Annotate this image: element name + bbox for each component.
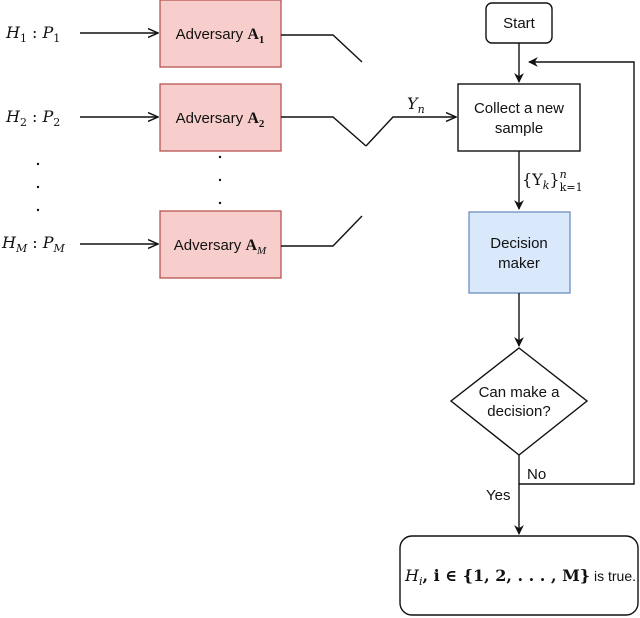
- switch-line-1: [281, 34, 363, 63]
- switch-line-2: [281, 116, 367, 147]
- svg-text:maker: maker: [498, 255, 540, 272]
- result-box: Hi, i ∈ {1, 2, . . . , M} is true.: [399, 535, 639, 616]
- ellipsis-dots-left: [36, 162, 40, 212]
- yes-label: Yes: [486, 487, 510, 504]
- decision-maker-box: Decision maker: [468, 211, 571, 294]
- adversary-box-2: Adversary A2: [159, 83, 282, 152]
- svg-text:Adversary A1: Adversary A1: [176, 26, 265, 46]
- adversary-box-m: Adversary AM: [159, 210, 282, 279]
- start-node: Start: [485, 2, 553, 44]
- no-loop-arrow: [518, 57, 635, 485]
- switch-line-m: [281, 215, 363, 247]
- svg-text:Collect a new: Collect a new: [474, 100, 564, 117]
- hypothesis-label-2: H2 : P2: [5, 107, 60, 129]
- hypothesis-label-1: H1 : P1: [5, 23, 60, 45]
- svg-text:decision?: decision?: [487, 403, 550, 420]
- svg-text:Adversary AM: Adversary AM: [174, 237, 267, 257]
- collect-sample-box: Collect a new sample: [457, 83, 581, 152]
- svg-text:Decision: Decision: [490, 235, 548, 252]
- svg-text:Adversary A2: Adversary A2: [176, 110, 265, 130]
- signal-label: Yn: [407, 94, 425, 116]
- svg-text:sample: sample: [495, 120, 543, 137]
- hypothesis-label-m: HM : PM: [1, 233, 66, 255]
- arrow-switch-to-collect: [365, 117, 456, 147]
- result-statement: Hi, i ∈ {1, 2, . . . , M} is true.: [404, 566, 636, 588]
- svg-text:Start: Start: [503, 15, 536, 32]
- svg-text:Can make a: Can make a: [479, 384, 561, 401]
- adversary-box-1: Adversary A1: [159, 0, 282, 68]
- ellipsis-dots-middle: [218, 155, 222, 205]
- no-label: No: [527, 466, 546, 483]
- can-decide-diamond: Can make a decision?: [449, 347, 589, 456]
